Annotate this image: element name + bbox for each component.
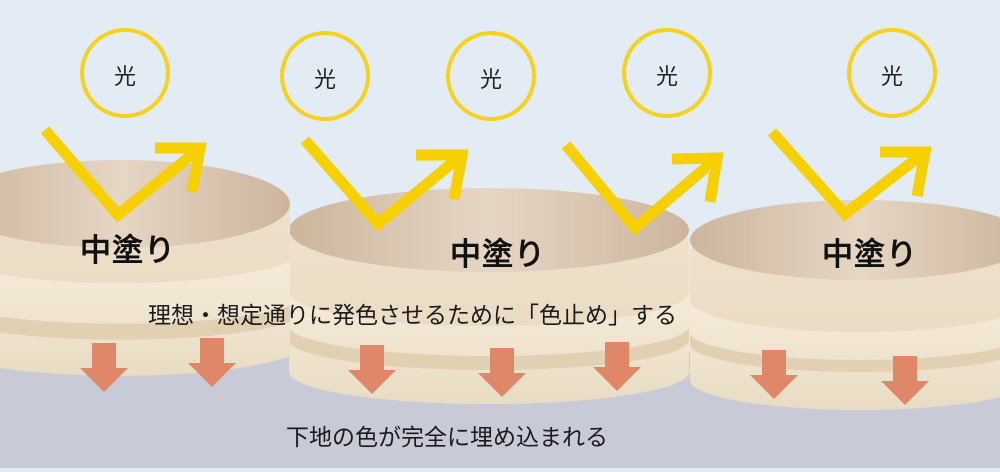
light-label-1: 光: [114, 59, 136, 91]
layer-label-2: 中塗り: [450, 229, 546, 274]
caption-middle: 理想・想定通りに発色させるために「色止め」する: [148, 296, 677, 330]
light-label-4: 光: [656, 59, 678, 91]
caption-bottom: 下地の色が完全に埋め込まれる: [286, 418, 608, 452]
layer-label-1: 中塗り: [80, 225, 176, 270]
light-label-3: 光: [480, 62, 502, 94]
layer-label-3: 中塗り: [822, 229, 918, 274]
light-label-5: 光: [881, 59, 903, 91]
light-label-2: 光: [314, 62, 336, 94]
